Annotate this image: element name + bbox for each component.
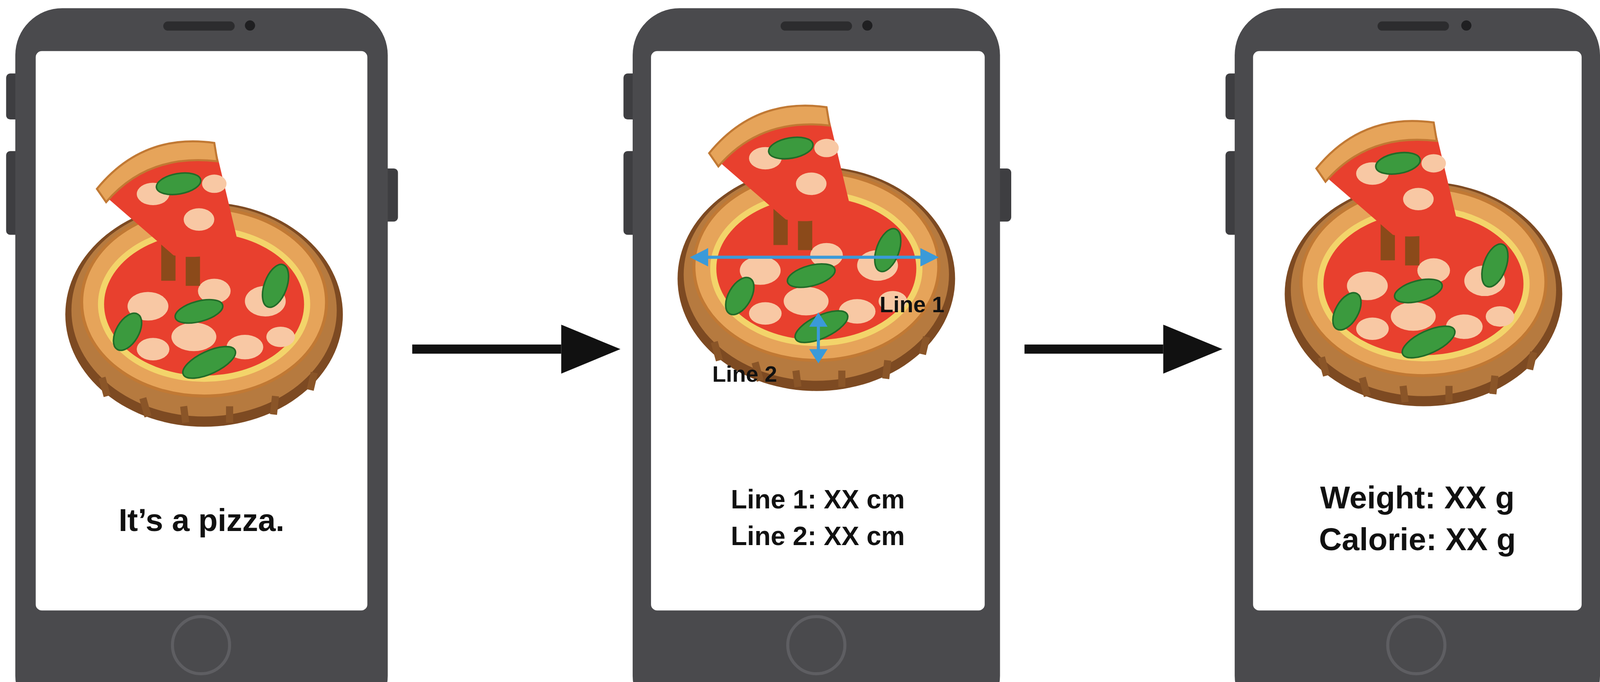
pizza-illustration (677, 105, 955, 391)
screen-text: Weight: XX g (1252, 479, 1582, 517)
measure-label: Line 2 (712, 361, 778, 388)
screen-text: Line 1: XX cm (650, 483, 985, 516)
screen-text: Calorie: XX g (1252, 521, 1582, 559)
arrow-shaft (1024, 344, 1164, 354)
flow-arrow (1024, 324, 1223, 374)
pizza-illustration (1284, 121, 1563, 407)
phone-details (163, 20, 1472, 674)
screen-text: Line 2: XX cm (650, 520, 985, 553)
arrow-head (561, 324, 621, 374)
arrow-head (1163, 324, 1223, 374)
arrow-shaft (412, 344, 562, 354)
pizza-illustration (65, 141, 343, 427)
screen-text: It’s a pizza. (35, 502, 368, 539)
measure-label: Line 1 (879, 292, 945, 319)
flow-arrow (412, 324, 621, 374)
